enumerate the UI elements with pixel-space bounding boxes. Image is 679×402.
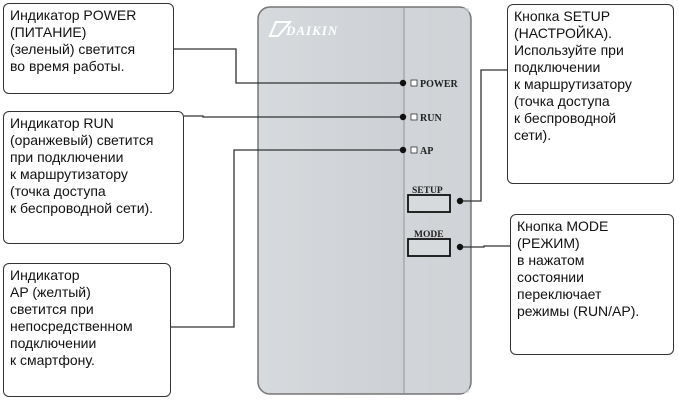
callout-line: Кнопка SETUP [514, 8, 611, 24]
mode-button-label: MODE [414, 230, 444, 240]
callout-line: светится при [10, 301, 94, 317]
callout-line: (точка доступа [10, 183, 106, 199]
ap-indicator-label: AP [420, 146, 433, 157]
callout-line: к маршрутизатору [10, 166, 128, 182]
callout-line: (оранжевый) светится [10, 132, 154, 148]
callout-line: (ПИТАНИЕ) [10, 24, 87, 40]
callout-line: в нажатом [517, 252, 585, 268]
power-indicator-callout: Индикатор POWER (ПИТАНИЕ) (зеленый) свет… [3, 3, 174, 94]
callout-line: AP (желтый) [10, 284, 91, 300]
mode-button-callout: Кнопка MODE (РЕЖИМ) в нажатом состоянии … [510, 214, 674, 355]
callout-line: Индикатор [10, 267, 80, 283]
callout-line: (зеленый) светится [10, 41, 136, 57]
callout-line: во время работы. [10, 58, 125, 74]
ap-leader-line [171, 149, 403, 328]
callout-line: к маршрутизатору [514, 76, 632, 92]
power-pointer-dot [399, 79, 407, 87]
callout-line: непосредственном [10, 318, 133, 334]
callout-line: при подключении [10, 149, 124, 165]
callout-line: к беспроводной [514, 110, 617, 126]
setup-leader-line [460, 69, 507, 202]
logo-text: DAIKIN [285, 23, 338, 38]
callout-line: Используйте при [514, 42, 624, 58]
run-indicator-callout: Индикатор RUN (оранжевый) светится при п… [3, 111, 184, 244]
run-led [410, 113, 418, 121]
callout-line: режимы (RUN/AP). [517, 303, 640, 319]
callout-line: Индикатор POWER [10, 7, 137, 23]
power-indicator-label: POWER [420, 79, 459, 90]
setup-button-callout: Кнопка SETUP (НАСТРОЙКА). Используйте пр… [507, 4, 674, 184]
ap-indicator-callout: Индикатор AP (желтый) светится при непос… [3, 263, 171, 397]
ap-led [410, 146, 418, 154]
callout-line: подключении [514, 59, 601, 75]
callout-line: сети). [514, 127, 552, 143]
run-pointer-dot [399, 113, 407, 121]
setup-button[interactable] [407, 194, 451, 213]
daikin-logo: DAIKIN [268, 21, 338, 38]
callout-line: (точка доступа [514, 93, 610, 109]
callout-line: к смартфону. [10, 352, 95, 368]
setup-button-label: SETUP [412, 186, 443, 196]
power-leader-line [174, 48, 403, 84]
run-leader-line [184, 115, 403, 118]
callout-line: Кнопка MODE [517, 218, 609, 234]
callout-line: (РЕЖИМ) [517, 235, 580, 251]
callout-line: (НАСТРОЙКА). [514, 25, 613, 41]
run-indicator-label: RUN [420, 113, 442, 124]
callout-line: к беспроводной сети). [10, 200, 154, 216]
setup-pointer-dot [456, 197, 464, 205]
mode-leader-line [460, 245, 510, 248]
callout-line: Индикатор RUN [10, 115, 114, 131]
callout-line: состоянии [517, 269, 584, 285]
mode-pointer-dot [456, 243, 464, 251]
ap-pointer-dot [399, 146, 407, 154]
callout-line: подключении [10, 335, 97, 351]
callout-line: переключает [517, 286, 602, 302]
power-led [410, 79, 418, 87]
mode-button[interactable] [407, 238, 451, 257]
